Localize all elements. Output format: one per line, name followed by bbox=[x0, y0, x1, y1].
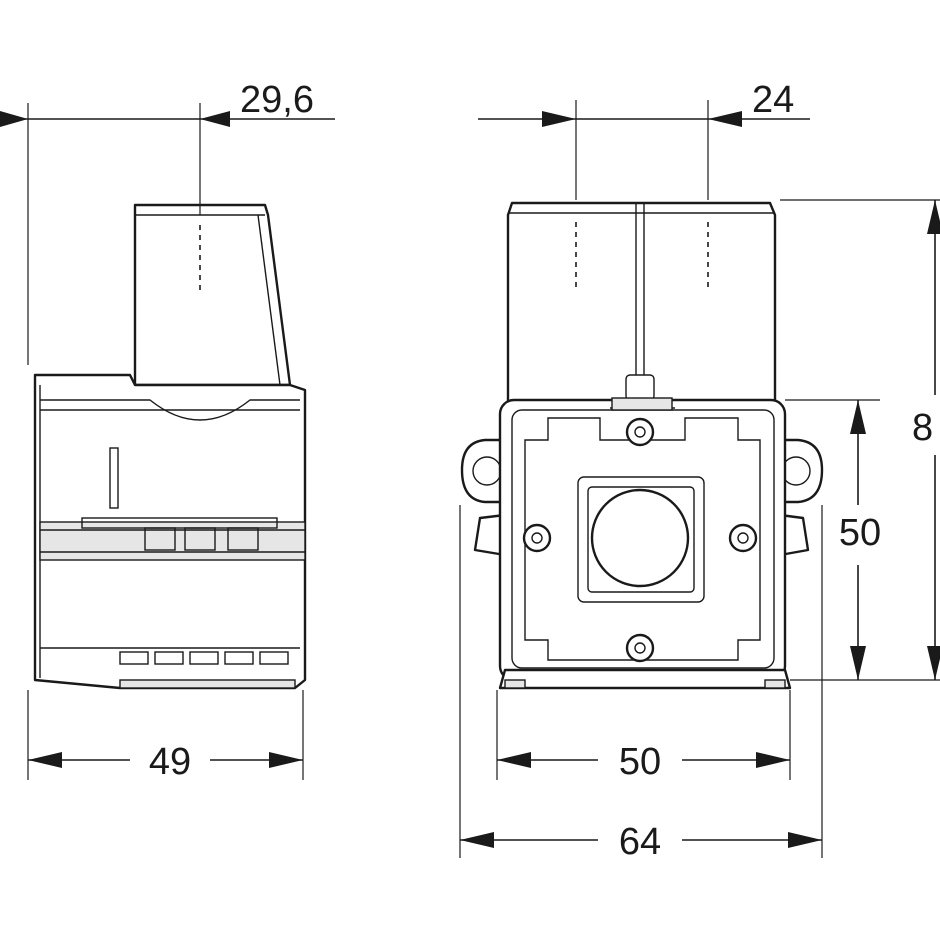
dim-outer-width: 64 bbox=[619, 821, 661, 863]
front-view bbox=[460, 201, 824, 690]
front-view-window bbox=[577, 476, 705, 603]
dim-inner-height: 50 bbox=[839, 512, 881, 554]
front-view-screw-left bbox=[522, 523, 552, 553]
dim-left-width: 49 bbox=[149, 741, 191, 783]
front-view-screw-right bbox=[728, 523, 758, 553]
side-view-indicator bbox=[109, 447, 119, 509]
side-view-terminal bbox=[133, 203, 292, 387]
dim-left-top-offset: 29,6 bbox=[240, 79, 314, 121]
front-view-screw-top bbox=[625, 417, 655, 447]
side-view-dimensions: 29,6 49 bbox=[0, 79, 335, 783]
dim-overall-height: 8 bbox=[912, 407, 933, 449]
front-view-dimensions: 24 50 64 50 8 bbox=[459, 79, 940, 863]
dim-inner-width: 50 bbox=[619, 741, 661, 783]
front-view-conductor-hole bbox=[590, 488, 690, 588]
dim-right-top-offset: 24 bbox=[752, 79, 794, 121]
front-view-screw-bottom bbox=[625, 633, 655, 663]
side-view bbox=[33, 203, 307, 690]
